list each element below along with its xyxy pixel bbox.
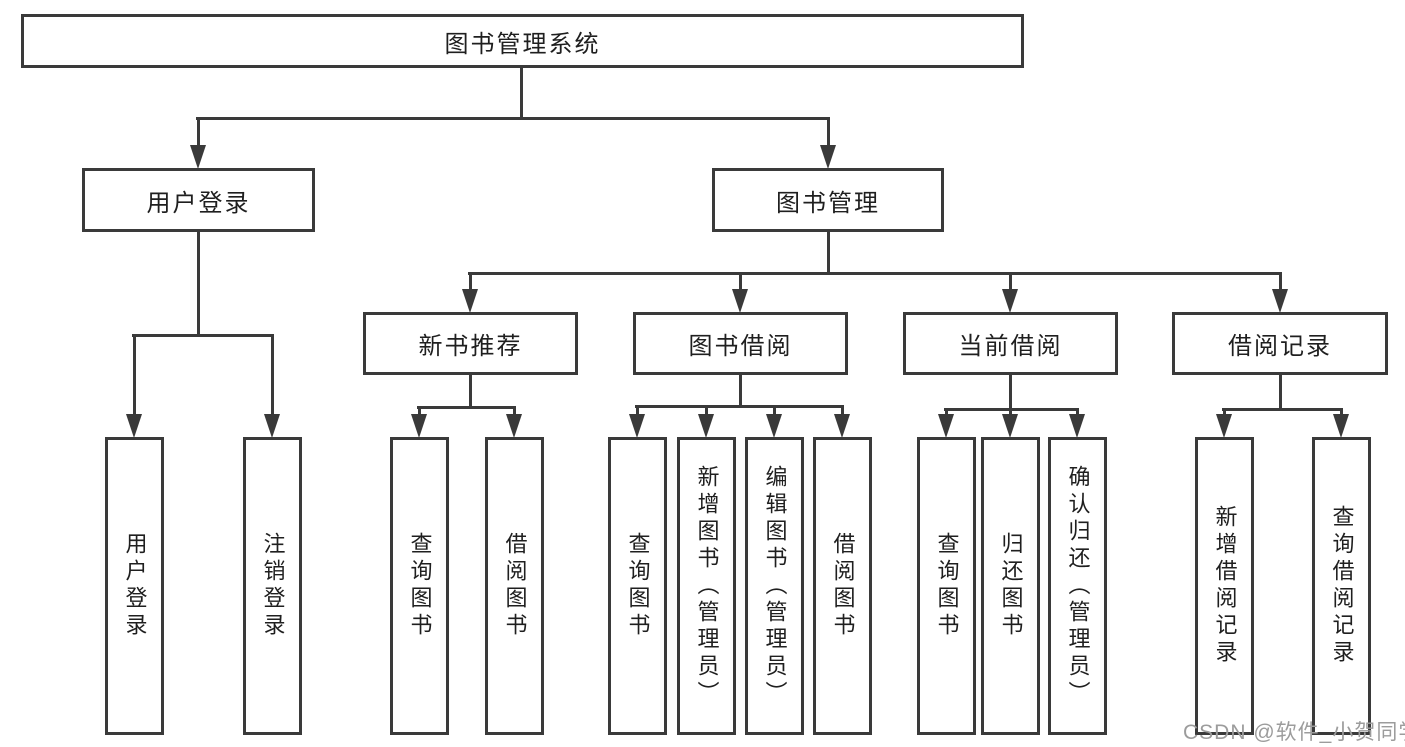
connector-vline: [705, 405, 708, 416]
node-current-borrowing-label: 当前借阅: [958, 333, 1063, 360]
arrow-down-icon: [938, 414, 954, 438]
arrow-down-icon: [629, 414, 645, 438]
leaf-confirm-return-admin-label: 确认归还（管理员）: [1065, 464, 1091, 708]
arrow-down-icon: [1216, 414, 1232, 438]
connector-hline: [417, 406, 516, 409]
leaf-return-books-label: 归还图书: [998, 532, 1024, 640]
arrow-down-icon: [411, 414, 427, 438]
arrow-down-icon: [190, 145, 206, 169]
leaf-return-books: 归还图书: [981, 437, 1040, 735]
leaf-query-books-borrowing-label: 查询图书: [625, 532, 651, 640]
connector-vline: [1009, 375, 1012, 410]
connector-vline: [945, 408, 948, 416]
leaf-add-borrow-record: 新增借阅记录: [1195, 437, 1254, 735]
arrow-down-icon: [1002, 289, 1018, 313]
arrow-down-icon: [820, 145, 836, 169]
leaf-borrow-books-recommend-label: 借阅图书: [502, 532, 528, 640]
arrow-down-icon: [1069, 414, 1085, 438]
arrow-down-icon: [1002, 414, 1018, 438]
node-borrowing-records: 借阅记录: [1172, 312, 1388, 375]
leaf-add-books-admin: 新增图书（管理员）: [677, 437, 736, 735]
connector-vline: [841, 405, 844, 416]
leaf-borrow-books-borrowing: 借阅图书: [813, 437, 872, 735]
node-new-book-recommendation: 新书推荐: [363, 312, 578, 375]
leaf-confirm-return-admin: 确认归还（管理员）: [1048, 437, 1107, 735]
leaf-query-books-borrowing: 查询图书: [608, 437, 667, 735]
connector-hline: [1222, 408, 1343, 411]
connector-vline: [1223, 408, 1226, 416]
connector-vline: [1279, 272, 1282, 291]
leaf-user-login: 用户登录: [105, 437, 164, 735]
arrow-down-icon: [698, 414, 714, 438]
connector-hline: [196, 117, 830, 120]
node-library-management-system: 图书管理系统: [21, 14, 1024, 68]
node-book-borrowing: 图书借阅: [633, 312, 848, 375]
arrow-down-icon: [834, 414, 850, 438]
leaf-logout-login: 注销登录: [243, 437, 302, 735]
connector-vline: [1009, 272, 1012, 291]
node-borrowing-records-label: 借阅记录: [1228, 333, 1332, 360]
connector-vline: [469, 375, 472, 408]
arrow-down-icon: [126, 414, 142, 438]
connector-vline: [1279, 375, 1282, 410]
arrow-down-icon: [506, 414, 522, 438]
connector-vline: [197, 117, 200, 149]
arrow-down-icon: [732, 289, 748, 313]
connector-vline: [773, 405, 776, 416]
connector-vline: [271, 334, 274, 418]
connector-vline: [133, 334, 136, 418]
connector-hline: [635, 405, 844, 408]
connector-vline: [1076, 408, 1079, 416]
arrow-down-icon: [766, 414, 782, 438]
connector-vline: [827, 232, 830, 274]
leaf-query-books-current: 查询图书: [917, 437, 976, 735]
watermark-text: CSDN @软件_小贺同学: [1183, 721, 1405, 744]
node-book-borrowing-label: 图书借阅: [688, 333, 793, 360]
connector-hline: [468, 272, 1282, 275]
leaf-edit-books-admin: 编辑图书（管理员）: [745, 437, 804, 735]
node-library-management-system-label: 图书管理系统: [444, 30, 601, 58]
connector-vline: [827, 117, 830, 149]
connector-vline: [520, 68, 523, 119]
leaf-user-login-label: 用户登录: [122, 532, 148, 640]
leaf-query-borrow-record-label: 查询借阅记录: [1329, 505, 1355, 667]
node-book-management-label: 图书管理: [776, 189, 880, 217]
arrow-down-icon: [264, 414, 280, 438]
node-user-login-label: 用户登录: [146, 189, 251, 217]
leaf-query-books-recommend: 查询图书: [390, 437, 449, 735]
leaf-query-books-current-label: 查询图书: [934, 532, 960, 640]
node-book-management: 图书管理: [712, 168, 944, 232]
leaf-borrow-books-borrowing-label: 借阅图书: [830, 532, 856, 640]
connector-vline: [636, 405, 639, 416]
leaf-edit-books-admin-label: 编辑图书（管理员）: [762, 464, 788, 708]
connector-vline: [739, 375, 742, 407]
arrow-down-icon: [462, 289, 478, 313]
leaf-add-borrow-record-label: 新增借阅记录: [1212, 505, 1238, 667]
leaf-logout-login-label: 注销登录: [260, 532, 286, 640]
leaf-query-borrow-record: 查询借阅记录: [1312, 437, 1371, 735]
arrow-down-icon: [1333, 414, 1349, 438]
leaf-borrow-books-recommend: 借阅图书: [485, 437, 544, 735]
connector-hline: [132, 334, 274, 337]
connector-vline: [513, 406, 516, 416]
leaf-add-books-admin-label: 新增图书（管理员）: [694, 464, 720, 708]
connector-vline: [197, 232, 200, 336]
connector-vline: [1009, 408, 1012, 416]
node-current-borrowing: 当前借阅: [903, 312, 1118, 375]
connector-vline: [418, 406, 421, 416]
leaf-query-books-recommend-label: 查询图书: [407, 532, 433, 640]
node-new-book-recommendation-label: 新书推荐: [418, 333, 523, 360]
arrow-down-icon: [1272, 289, 1288, 313]
node-user-login: 用户登录: [82, 168, 315, 232]
connector-vline: [1340, 408, 1343, 416]
connector-vline: [469, 272, 472, 291]
connector-vline: [739, 272, 742, 291]
